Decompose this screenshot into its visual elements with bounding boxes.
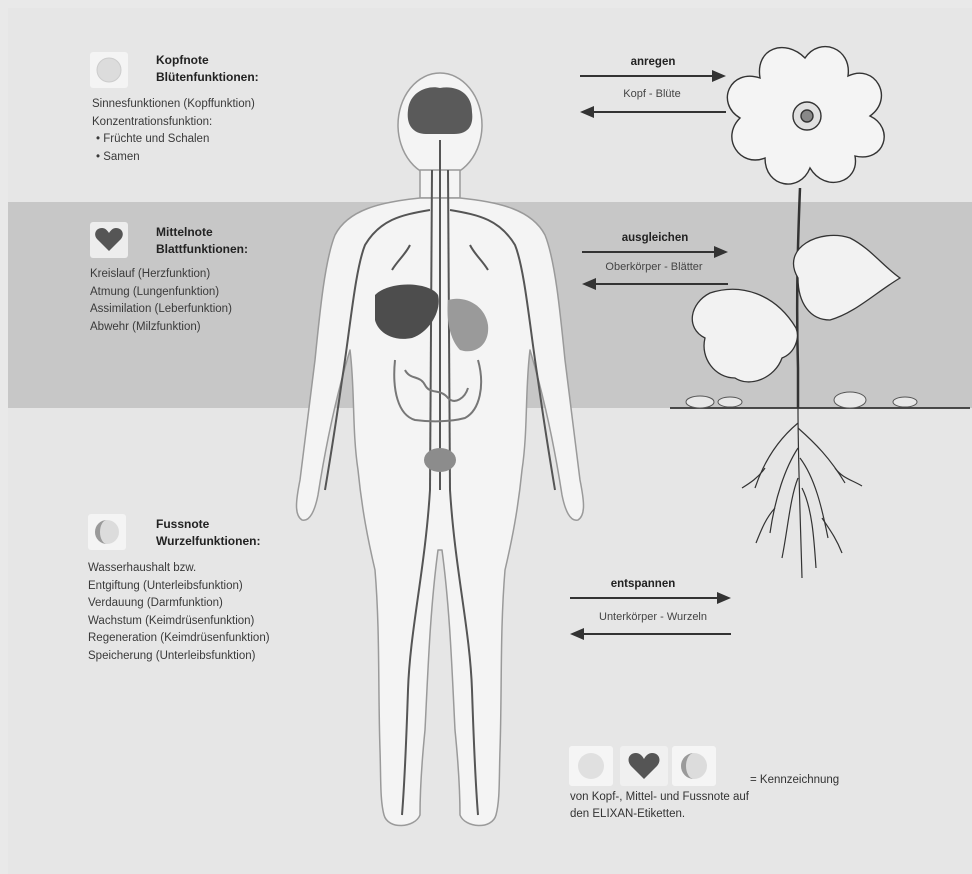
fuss-line: Wasserhaushalt bzw.: [88, 560, 270, 578]
mittel-line: Kreislauf (Herzfunktion): [90, 266, 232, 284]
fuss-icon: [88, 514, 126, 550]
arrow-pair: Kopf - Blüte: [572, 88, 732, 100]
fuss-title: Fussnote: [156, 516, 260, 533]
fuss-line: Verdauung (Darmfunktion): [88, 595, 270, 613]
bladder: [424, 448, 456, 472]
kopf-line: Konzentrationsfunktion:: [92, 114, 255, 132]
mittel-title: Mittelnote: [156, 224, 248, 241]
kopf-icon: [90, 52, 128, 88]
legend-line: den ELIXAN-Etiketten.: [570, 806, 839, 823]
kopf-line: • Samen: [92, 149, 255, 167]
legend-caption: = Kennzeichnung von Kopf-, Mittel- und F…: [570, 772, 839, 823]
arrow-group-anregen: anregen Kopf - Blüte: [578, 56, 738, 126]
kopf-subtitle: Blütenfunktionen:: [156, 69, 259, 86]
legend-line: von Kopf-, Mittel- und Fussnote auf: [570, 789, 839, 806]
fuss-line: Entgiftung (Unterleibsfunktion): [88, 578, 270, 596]
arrow-group-entspannen: entspannen Unterkörper - Wurzeln: [568, 578, 728, 648]
kopf-line: • Früchte und Schalen: [92, 131, 255, 149]
legend-line: = Kennzeichnung: [570, 772, 839, 789]
arrow-pair: Oberkörper - Blätter: [574, 261, 734, 273]
fuss-line: Regeneration (Keimdrüsenfunktion): [88, 630, 270, 648]
brain: [408, 87, 473, 134]
arrow-pair: Unterkörper - Wurzeln: [568, 611, 738, 623]
mittel-line: Atmung (Lungenfunktion): [90, 284, 232, 302]
fuss-subtitle: Wurzelfunktionen:: [156, 533, 260, 550]
mittel-heart-icon: [90, 222, 128, 258]
fuss-line: Wachstum (Keimdrüsenfunktion): [88, 613, 270, 631]
mittel-line: Abwehr (Milzfunktion): [90, 319, 232, 337]
mittel-subtitle: Blattfunktionen:: [156, 241, 248, 258]
kopf-line: Sinnesfunktionen (Kopffunktion): [92, 96, 255, 114]
human-body-illustration: [280, 70, 600, 870]
kopf-title: Kopfnote: [156, 52, 259, 69]
fuss-line: Speicherung (Unterleibsfunktion): [88, 648, 270, 666]
mittel-line: Assimilation (Leberfunktion): [90, 301, 232, 319]
arrow-group-ausgleichen: ausgleichen Oberkörper - Blätter: [580, 232, 740, 302]
